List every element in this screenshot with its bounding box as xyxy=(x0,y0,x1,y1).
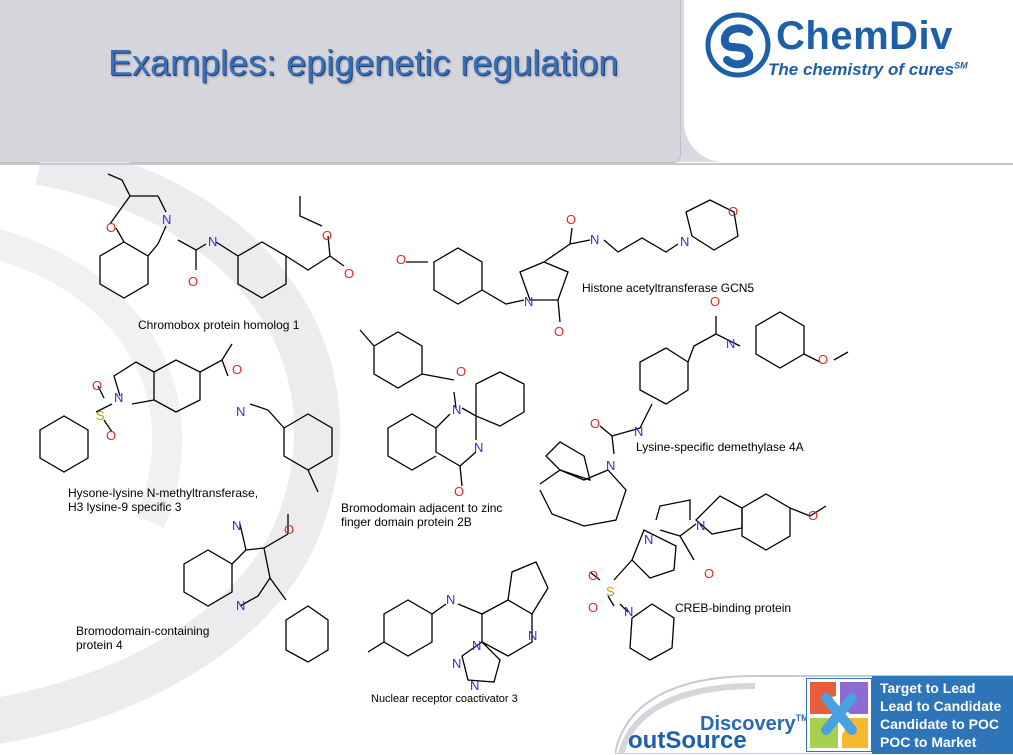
molecule-label-methyltransferase: Hysone-lysine N-methyltransferase, H3 ly… xyxy=(68,486,258,514)
svg-text:O: O xyxy=(454,484,464,499)
svg-text:O: O xyxy=(456,364,466,379)
svg-text:O: O xyxy=(554,324,564,339)
svg-text:O: O xyxy=(284,522,294,537)
svg-text:S: S xyxy=(96,408,105,423)
stage-candidate-to-poc: Candidate to POC xyxy=(880,716,1000,732)
svg-text:N: N xyxy=(236,404,245,419)
molecule-label-chromobox: Chromobox protein homolog 1 xyxy=(138,318,300,332)
svg-text:N: N xyxy=(208,234,217,249)
svg-text:O: O xyxy=(92,378,102,393)
svg-text:N: N xyxy=(232,518,241,533)
svg-text:O: O xyxy=(588,600,598,615)
svg-text:O: O xyxy=(106,220,116,235)
chemdiv-logo-icon xyxy=(705,12,771,78)
label-line: protein 4 xyxy=(76,638,123,652)
molecule-label-kdm4a: Lysine-specific demethylase 4A xyxy=(636,440,804,454)
svg-text:O: O xyxy=(728,204,738,219)
stage-lead-to-candidate: Lead to Candidate xyxy=(880,698,1002,714)
svg-text:N: N xyxy=(524,294,533,309)
label-line: H3 lysine-9 specific 3 xyxy=(68,500,182,514)
molecule-label-gcn5: Histone acetyltransferase GCN5 xyxy=(582,281,755,295)
label-line: Bromodomain-containing xyxy=(76,624,210,638)
svg-text:N: N xyxy=(162,212,171,227)
molecule-label-ncoa3: Nuclear receptor coactivator 3 xyxy=(371,693,518,705)
svg-text:N: N xyxy=(634,424,643,439)
background-watermark xyxy=(0,162,1013,744)
svg-text:O: O xyxy=(588,568,598,583)
title-panel xyxy=(0,0,681,163)
svg-text:N: N xyxy=(644,532,653,547)
svg-text:N: N xyxy=(528,628,537,643)
svg-text:N: N xyxy=(452,656,461,671)
footer-brand-discovery: DiscoveryTM xyxy=(700,713,809,736)
label-line: Hysone-lysine N-methyltransferase, xyxy=(68,486,259,500)
logo-tagline: The chemistry of curesSM xyxy=(768,60,968,80)
svg-text:O: O xyxy=(566,212,576,227)
svg-text:N: N xyxy=(472,638,481,653)
svg-text:N: N xyxy=(114,390,123,405)
svg-text:O: O xyxy=(344,266,354,281)
svg-text:O: O xyxy=(710,294,720,309)
svg-text:N: N xyxy=(726,336,735,351)
svg-text:O: O xyxy=(232,362,242,377)
svg-text:S: S xyxy=(606,584,615,599)
label-line: finger domain protein 2B xyxy=(341,515,472,529)
svg-text:N: N xyxy=(236,598,245,613)
tagline-mark: SM xyxy=(954,60,968,71)
tagline-text: The chemistry of cures xyxy=(768,60,955,79)
stage-poc-to-market: POC to Market xyxy=(880,734,977,750)
svg-text:N: N xyxy=(696,518,705,533)
svg-text:N: N xyxy=(470,678,479,693)
svg-text:O: O xyxy=(106,428,116,443)
slide-title: Examples: epigenetic regulation xyxy=(108,42,619,83)
footer-brand-outsource: outSource xyxy=(628,727,747,754)
svg-text:N: N xyxy=(590,232,599,247)
svg-text:O: O xyxy=(590,416,600,431)
puzzle-icon xyxy=(806,678,872,752)
svg-text:O: O xyxy=(396,252,406,267)
stage-target-to-lead: Target to Lead xyxy=(880,680,976,696)
logo-name: ChemDiv xyxy=(776,14,953,58)
molecule-label-crebbp: CREB-binding protein xyxy=(675,601,792,615)
svg-text:N: N xyxy=(452,402,461,417)
svg-text:O: O xyxy=(704,566,714,581)
svg-text:N: N xyxy=(474,440,483,455)
brand-word: Discovery xyxy=(700,713,796,735)
brand-trademark: TM xyxy=(795,713,809,723)
svg-text:N: N xyxy=(446,592,455,607)
label-line: Bromodomain adjacent to zinc xyxy=(341,501,503,515)
svg-text:N: N xyxy=(606,458,615,473)
svg-text:N: N xyxy=(624,604,633,619)
stages-panel xyxy=(872,676,1013,754)
molecule-label-brd4: Bromodomain-containing protein 4 xyxy=(76,624,209,652)
svg-text:O: O xyxy=(808,508,818,523)
svg-text:O: O xyxy=(818,352,828,367)
svg-text:O: O xyxy=(188,274,198,289)
molecule-label-baz2b: Bromodomain adjacent to zinc finger doma… xyxy=(341,501,502,529)
svg-text:N: N xyxy=(680,234,689,249)
svg-text:O: O xyxy=(322,228,332,243)
